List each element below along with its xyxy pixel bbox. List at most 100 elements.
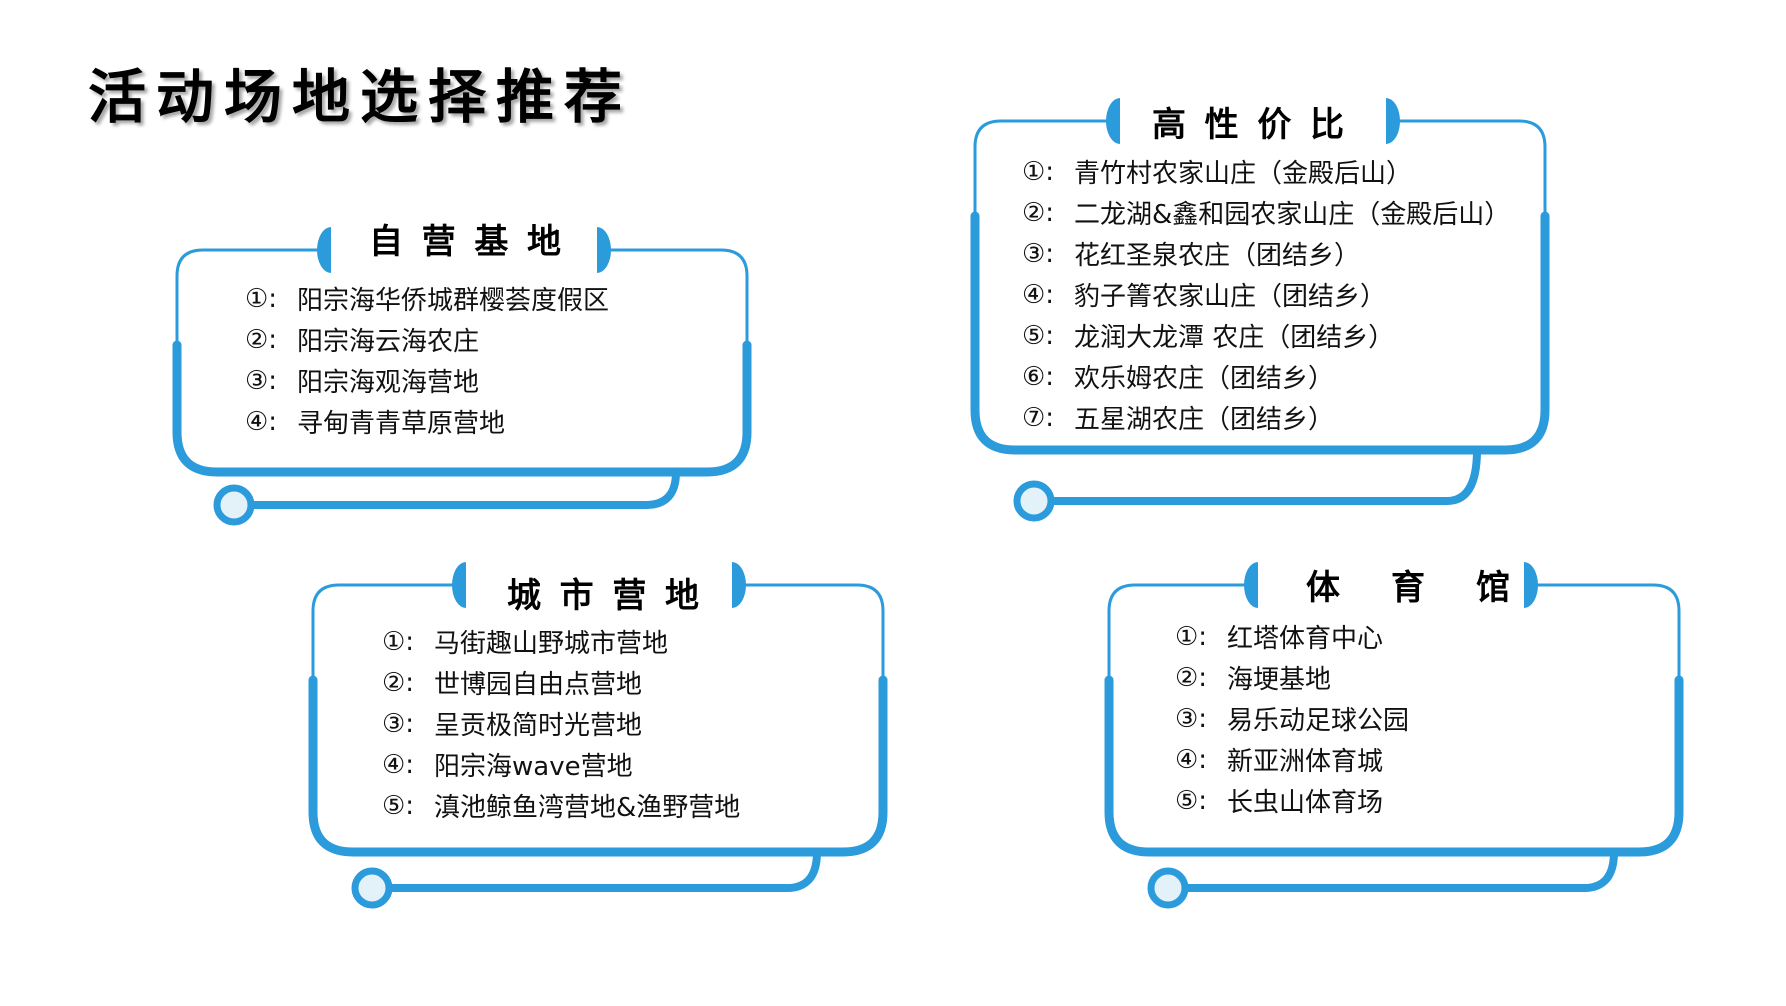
frame-outline <box>175 248 749 347</box>
item-number: ④: <box>245 406 278 437</box>
item-number: ⑥: <box>1022 361 1055 392</box>
venue-name: 长虫山体育场 <box>1227 788 1384 818</box>
frame-border <box>1104 675 1684 857</box>
list-item: ②: 世博园自由点营地 <box>382 662 740 703</box>
list-item: ①: 马街趣山野城市营地 <box>382 621 740 662</box>
item-number: ①: <box>1022 156 1055 187</box>
frame-tail <box>383 848 821 892</box>
card-title: 体育馆 <box>1306 568 1561 608</box>
heading-tab-left <box>452 562 466 608</box>
list-item: ④: 豹子箐农家山庄（团结乡） <box>1022 274 1510 315</box>
venue-list: ①: 青竹村农家山庄（金殿后山） ②: 二龙湖&鑫和园农家山庄（金殿后山） ③: 花红… <box>1022 151 1510 438</box>
venue-name: 呈贡极简时光营地 <box>434 711 643 741</box>
venue-name: 马街趣山野城市营地 <box>434 629 669 659</box>
frame-border <box>172 340 752 477</box>
list-item: ④: 阳宗海wave营地 <box>382 744 740 785</box>
frame-border <box>308 675 888 857</box>
card-frame-cost-effective <box>970 98 1550 522</box>
item-number: ⑦: <box>1022 402 1055 433</box>
frame-outline <box>1107 583 1681 682</box>
frame-ring <box>1147 867 1189 909</box>
item-number: ②: <box>382 667 415 698</box>
venue-name: 红塔体育中心 <box>1227 624 1384 654</box>
frame-ring <box>213 484 255 526</box>
list-item: ①: 红塔体育中心 <box>1175 616 1409 657</box>
card-title: 自营基地 <box>368 222 580 262</box>
card-title: 高性价比 <box>1151 105 1363 145</box>
venue-name: 花红圣泉农庄（团结乡） <box>1074 241 1361 271</box>
item-number: ⑤: <box>382 790 415 821</box>
item-number: ⑤: <box>1175 785 1208 816</box>
list-item: ③: 阳宗海观海营地 <box>245 360 609 401</box>
item-number: ④: <box>1175 744 1208 775</box>
card-frame-self-operated <box>172 227 752 526</box>
venue-name: 阳宗海观海营地 <box>297 368 480 398</box>
item-number: ④: <box>382 749 415 780</box>
list-item: ②: 二龙湖&鑫和园农家山庄（金殿后山） <box>1022 192 1510 233</box>
list-item: ③: 呈贡极简时光营地 <box>382 703 740 744</box>
venue-name: 五星湖农庄（团结乡） <box>1074 405 1335 435</box>
item-number: ③: <box>1175 703 1208 734</box>
heading-tab-left <box>1244 562 1258 608</box>
frame-outline <box>973 119 1547 218</box>
frame-outline <box>311 583 885 682</box>
list-item: ⑤: 长虫山体育场 <box>1175 780 1409 821</box>
venue-name: 豹子箐农家山庄（团结乡） <box>1074 282 1387 312</box>
frame-ring <box>1013 480 1055 522</box>
venue-name: 青竹村农家山庄（金殿后山） <box>1074 159 1413 189</box>
venue-name: 寻甸青青草原营地 <box>297 409 506 439</box>
venue-name: 新亚洲体育城 <box>1227 747 1384 777</box>
venue-list: ①: 阳宗海华侨城群樱荟度假区 ②: 阳宗海云海农庄 ③: 阳宗海观海营地 ④: 寻甸青… <box>245 278 609 442</box>
card-frame-city-camp <box>308 562 888 909</box>
frame-tail <box>245 468 680 509</box>
item-number: ③: <box>1022 238 1055 269</box>
venue-name: 滇池鲸鱼湾营地&渔野营地 <box>434 793 741 823</box>
list-item: ⑤:龙润大龙潭 农庄（团结乡） <box>1022 315 1510 356</box>
heading-tab-right <box>597 227 611 273</box>
venue-name: 世博园自由点营地 <box>434 670 643 700</box>
heading-tab-right <box>1524 562 1538 608</box>
list-item: ③: 易乐动足球公园 <box>1175 698 1409 739</box>
venue-name: 二龙湖&鑫和园农家山庄（金殿后山） <box>1074 200 1511 230</box>
venue-list: ①: 马街趣山野城市营地 ②: 世博园自由点营地 ③: 呈贡极简时光营地 ④: 阳宗海w… <box>382 621 740 826</box>
venue-list: ①: 红塔体育中心 ②: 海埂基地 ③: 易乐动足球公园 ④: 新亚洲体育城 ⑤: 长虫山… <box>1175 616 1409 821</box>
venue-name: 海埂基地 <box>1227 665 1332 695</box>
list-item: ②: 海埂基地 <box>1175 657 1409 698</box>
venue-name: 易乐动足球公园 <box>1227 706 1410 736</box>
frame-border <box>970 211 1550 455</box>
heading-tab-right <box>732 562 746 608</box>
item-number: ①: <box>1175 621 1208 652</box>
item-number: ②: <box>245 324 278 355</box>
venue-name: 阳宗海wave营地 <box>434 752 633 782</box>
item-number: ②: <box>1022 197 1055 228</box>
item-number: ③: <box>245 365 278 396</box>
card-frame-gymnasium <box>1104 562 1684 909</box>
card-title: 城市营地 <box>506 576 718 616</box>
list-item: ②: 阳宗海云海农庄 <box>245 319 609 360</box>
list-item: ④: 新亚洲体育城 <box>1175 739 1409 780</box>
venue-name: 欢乐姆农庄（团结乡） <box>1074 364 1335 394</box>
list-item: ⑦: 五星湖农庄（团结乡） <box>1022 397 1510 438</box>
frame-tail <box>1045 446 1481 505</box>
list-item: ①: 青竹村农家山庄（金殿后山） <box>1022 151 1510 192</box>
heading-tab-left <box>317 227 331 273</box>
venue-name: 龙润大龙潭 农庄（团结乡） <box>1074 323 1395 353</box>
list-item: ④: 寻甸青青草原营地 <box>245 401 609 442</box>
item-number: ①: <box>245 283 278 314</box>
list-item: ③: 花红圣泉农庄（团结乡） <box>1022 233 1510 274</box>
frame-ring <box>351 867 393 909</box>
item-number: ④: <box>1022 279 1055 310</box>
list-item: ①: 阳宗海华侨城群樱荟度假区 <box>245 278 609 319</box>
item-number: ①: <box>382 626 415 657</box>
page-title: 活动场地选择推荐 <box>88 63 633 131</box>
list-item: ⑤: 滇池鲸鱼湾营地&渔野营地 <box>382 785 740 826</box>
heading-tab-left <box>1106 98 1120 144</box>
heading-tab-right <box>1386 98 1400 144</box>
item-number: ②: <box>1175 662 1208 693</box>
venue-name: 阳宗海华侨城群樱荟度假区 <box>297 286 610 316</box>
frame-tail <box>1179 848 1618 892</box>
list-item: ⑥: 欢乐姆农庄（团结乡） <box>1022 356 1510 397</box>
venue-name: 阳宗海云海农庄 <box>297 327 480 357</box>
item-number: ③: <box>382 708 415 739</box>
